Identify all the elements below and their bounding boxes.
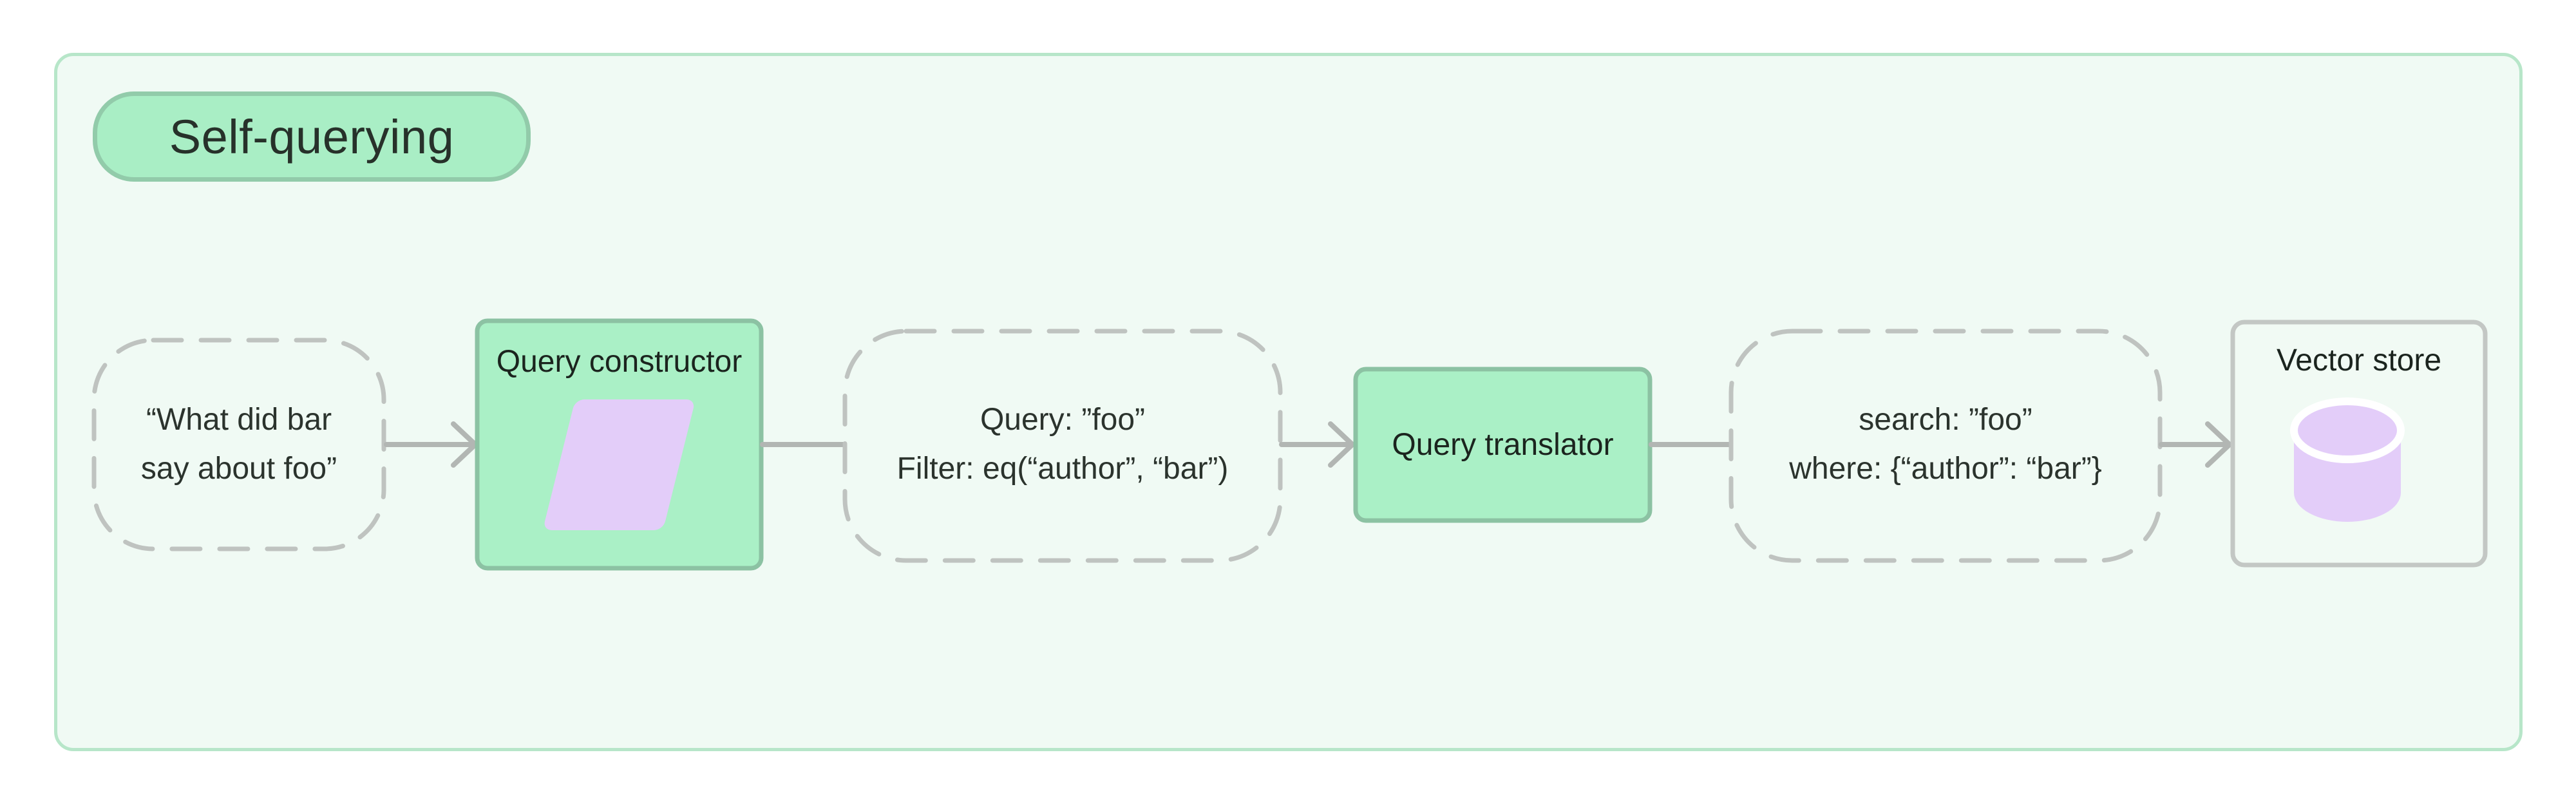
query-translator-label: Query translator	[1392, 428, 1614, 462]
parallelogram-icon	[544, 399, 694, 530]
database-top-icon	[2290, 397, 2405, 463]
constructed-query-node: Query: ”foo” Filter: eq(“author”, “bar”)	[845, 394, 1280, 495]
diagram-title-badge: Self-querying	[93, 91, 531, 182]
arrow-translated-to-vectorstore	[2159, 421, 2232, 468]
input-query-node: “What did bar say about foo”	[94, 394, 384, 495]
constructed-query-node-outline	[842, 329, 1283, 563]
arrow-input-to-constructor	[384, 421, 478, 468]
arrowhead-icon	[2205, 421, 2232, 468]
query-constructor-label: Query constructor	[496, 345, 743, 379]
constructed-query-line2: Filter: eq(“author”, “bar”)	[896, 452, 1229, 486]
translated-query-line2: where: {“author”: “bar”}	[1789, 452, 2102, 486]
vector-store-label: Vector store	[2276, 343, 2442, 378]
translated-query-line1: search: ”foo”	[1859, 403, 2032, 437]
arrow-query-to-translator	[1279, 421, 1355, 468]
input-query-line1: “What did bar	[146, 403, 332, 437]
translated-query-node: search: ”foo” where: {“author”: “bar”}	[1731, 394, 2160, 495]
constructed-query-line1: Query: ”foo”	[980, 403, 1146, 437]
diagram-title: Self-querying	[169, 110, 455, 164]
arrowhead-icon	[1328, 421, 1355, 468]
input-query-line2: say about foo”	[140, 452, 337, 486]
database-icon	[2290, 397, 2405, 522]
